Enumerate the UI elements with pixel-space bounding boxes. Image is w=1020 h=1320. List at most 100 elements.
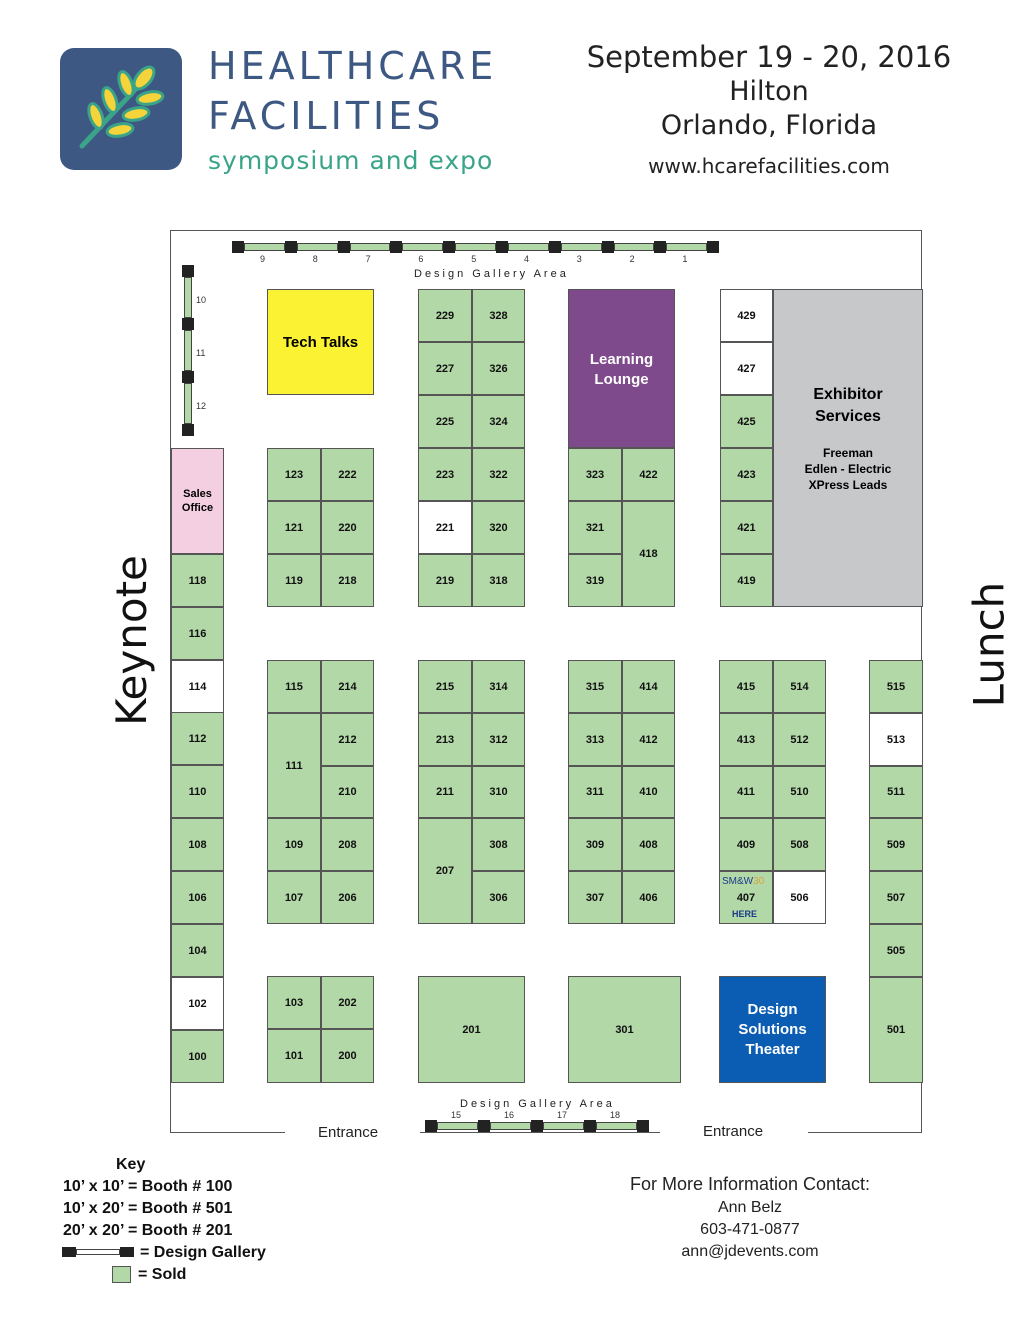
booth-328[interactable]: 328 (472, 289, 525, 342)
booth-306[interactable]: 306 (472, 871, 525, 924)
gallery-bottom-segment[interactable] (490, 1122, 531, 1130)
gallery-top-segment[interactable] (560, 243, 602, 251)
gallery-top-segment[interactable] (508, 243, 549, 251)
booth-308[interactable]: 308 (472, 818, 525, 871)
booth-110[interactable]: 110 (171, 765, 224, 818)
gallery-side-segment[interactable] (184, 330, 192, 371)
exhibitor-services-area[interactable]: Exhibitor Services Freeman Edlen - Elect… (773, 289, 923, 607)
gallery-top-segment[interactable] (296, 243, 338, 251)
gallery-bottom-segment[interactable] (543, 1122, 584, 1130)
booth-414[interactable]: 414 (622, 660, 675, 713)
booth-429[interactable]: 429 (720, 289, 773, 342)
design-solutions-theater-area[interactable]: Design Solutions Theater (719, 976, 826, 1083)
gallery-top-segment[interactable] (455, 243, 496, 251)
booth-511[interactable]: 511 (869, 766, 923, 818)
booth-101[interactable]: 101 (267, 1029, 321, 1083)
booth-116[interactable]: 116 (171, 607, 224, 660)
gallery-top-segment[interactable] (666, 243, 708, 251)
booth-206[interactable]: 206 (321, 871, 374, 924)
booth-213[interactable]: 213 (418, 713, 472, 766)
booth-223[interactable]: 223 (418, 448, 472, 501)
booth-229[interactable]: 229 (418, 289, 472, 342)
booth-227[interactable]: 227 (418, 342, 472, 395)
booth-409[interactable]: 409 (719, 818, 773, 871)
booth-109[interactable]: 109 (267, 818, 321, 871)
booth-312[interactable]: 312 (472, 713, 525, 766)
booth-427[interactable]: 427 (720, 342, 773, 395)
booth-320[interactable]: 320 (472, 501, 525, 554)
booth-309[interactable]: 309 (568, 818, 622, 871)
gallery-bottom-segment[interactable] (437, 1122, 478, 1130)
booth-506[interactable]: 506 (773, 871, 826, 924)
contact-phone[interactable]: 603-471-0877 (700, 1221, 800, 1238)
booth-412[interactable]: 412 (622, 713, 675, 766)
booth-221[interactable]: 221 (418, 501, 472, 554)
booth-514[interactable]: 514 (773, 660, 826, 713)
booth-307[interactable]: 307 (568, 871, 622, 924)
booth-510[interactable]: 510 (773, 766, 826, 818)
booth-222[interactable]: 222 (321, 448, 374, 501)
booth-214[interactable]: 214 (321, 660, 374, 713)
booth-322[interactable]: 322 (472, 448, 525, 501)
booth-202[interactable]: 202 (321, 976, 374, 1029)
booth-314[interactable]: 314 (472, 660, 525, 713)
booth-324[interactable]: 324 (472, 395, 525, 448)
booth-318[interactable]: 318 (472, 554, 525, 607)
booth-106[interactable]: 106 (171, 871, 224, 924)
booth-103[interactable]: 103 (267, 976, 321, 1029)
booth-515[interactable]: 515 (869, 660, 923, 713)
booth-509[interactable]: 509 (869, 818, 923, 871)
booth-123[interactable]: 123 (267, 448, 321, 501)
booth-104[interactable]: 104 (171, 924, 224, 977)
booth-201[interactable]: 201 (418, 976, 525, 1083)
booth-121[interactable]: 121 (267, 501, 321, 554)
booth-208[interactable]: 208 (321, 818, 374, 871)
booth-501[interactable]: 501 (869, 977, 923, 1083)
booth-313[interactable]: 313 (568, 713, 622, 766)
booth-108[interactable]: 108 (171, 818, 224, 871)
booth-419[interactable]: 419 (720, 554, 773, 607)
booth-406[interactable]: 406 (622, 871, 675, 924)
gallery-top-segment[interactable] (244, 243, 285, 251)
gallery-bottom-segment[interactable] (596, 1122, 637, 1130)
gallery-top-segment[interactable] (613, 243, 655, 251)
booth-112[interactable]: 112 (171, 712, 224, 765)
booth-319[interactable]: 319 (568, 554, 622, 607)
booth-423[interactable]: 423 (720, 448, 773, 501)
booth-411[interactable]: 411 (719, 766, 773, 818)
booth-407[interactable]: 407 (719, 871, 773, 924)
booth-505[interactable]: 505 (869, 924, 923, 977)
booth-212[interactable]: 212 (321, 713, 374, 766)
gallery-top-segment[interactable] (349, 243, 391, 251)
gallery-side-segment[interactable] (184, 383, 192, 424)
booth-100[interactable]: 100 (171, 1030, 224, 1083)
booth-215[interactable]: 215 (418, 660, 472, 713)
learning-lounge-area[interactable]: Learning Lounge (568, 289, 675, 448)
event-website[interactable]: www.hcarefacilities.com (648, 154, 890, 178)
contact-email[interactable]: ann@jdevents.com (681, 1243, 819, 1260)
booth-410[interactable]: 410 (622, 766, 675, 818)
booth-114[interactable]: 114 (171, 660, 224, 713)
booth-210[interactable]: 210 (321, 766, 374, 818)
booth-513[interactable]: 513 (869, 713, 923, 766)
gallery-side-segment[interactable] (184, 277, 192, 318)
booth-115[interactable]: 115 (267, 660, 321, 713)
booth-111[interactable]: 111 (267, 713, 321, 818)
booth-207[interactable]: 207 (418, 818, 472, 924)
booth-311[interactable]: 311 (568, 766, 622, 818)
booth-211[interactable]: 211 (418, 766, 472, 818)
booth-512[interactable]: 512 (773, 713, 826, 766)
sales-office-area[interactable]: Sales Office (171, 448, 224, 554)
booth-220[interactable]: 220 (321, 501, 374, 554)
booth-107[interactable]: 107 (267, 871, 321, 924)
booth-418[interactable]: 418 (622, 501, 675, 607)
booth-326[interactable]: 326 (472, 342, 525, 395)
tech-talks-area[interactable]: Tech Talks (267, 289, 374, 395)
gallery-top-segment[interactable] (402, 243, 444, 251)
booth-218[interactable]: 218 (321, 554, 374, 607)
booth-310[interactable]: 310 (472, 766, 525, 818)
booth-507[interactable]: 507 (869, 871, 923, 924)
booth-323[interactable]: 323 (568, 448, 622, 501)
booth-301[interactable]: 301 (568, 976, 681, 1083)
booth-118[interactable]: 118 (171, 554, 224, 607)
